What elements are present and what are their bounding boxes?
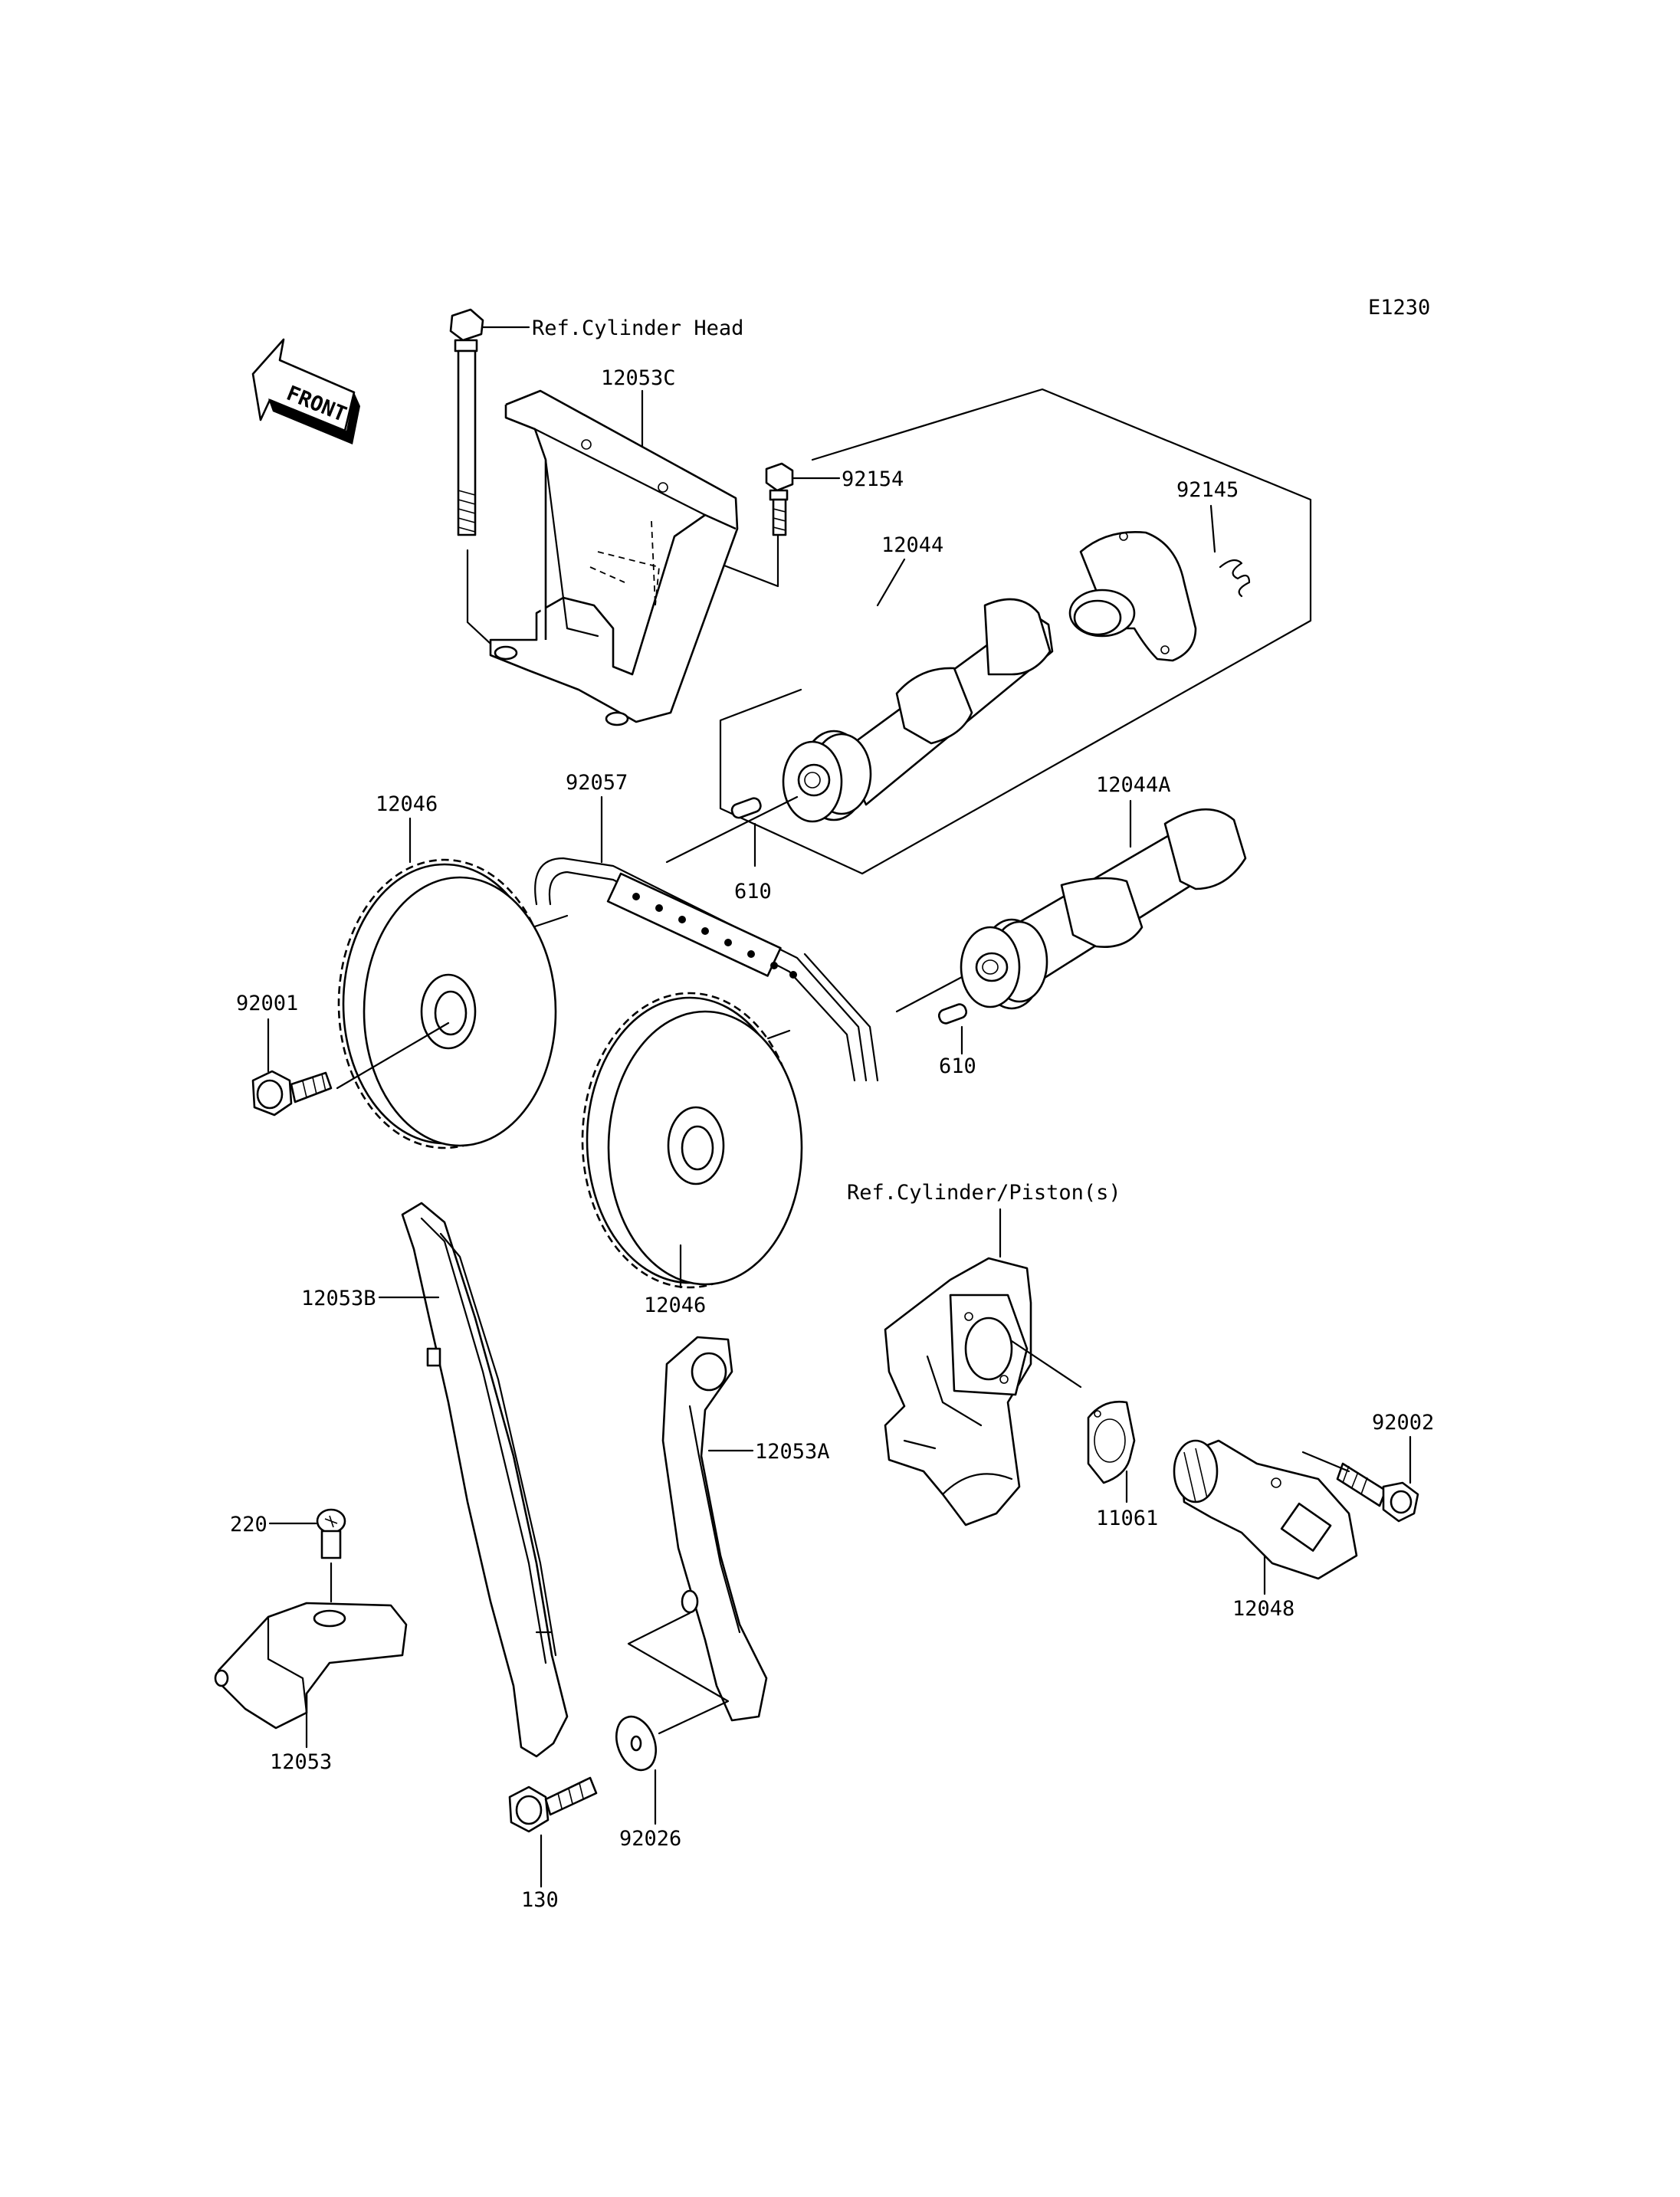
camshaft-12044-group-box: [719, 388, 1312, 875]
label-220: 220: [230, 1513, 267, 1536]
diagram-code: E1230: [1368, 296, 1430, 320]
part-decompressor-assembly: [1068, 531, 1197, 662]
leader-12044: [876, 558, 906, 607]
front-arrow-icon: FRONT: [251, 338, 360, 444]
part-12046-cam-sprocket-upper: [337, 858, 557, 1149]
label-130: 130: [521, 1888, 559, 1912]
part-610-dowel-pin-lower: [937, 1003, 968, 1025]
cylinder-block-section: [884, 1257, 1032, 1526]
part-92002-bolt: [1336, 1462, 1419, 1523]
tensioner-bolt-alignment-line: [1301, 1451, 1350, 1473]
part-12053B-chain-guide: [401, 1202, 569, 1758]
label-12053B: 12053B: [301, 1287, 376, 1310]
label-12053: 12053: [270, 1750, 332, 1774]
label-92002: 92002: [1372, 1411, 1434, 1435]
part-92001-sprocket-bolt: [251, 1070, 333, 1117]
part-12053C-upper-chain-guide: [489, 389, 739, 726]
label-12053C: 12053C: [601, 366, 676, 390]
part-11061-gasket: [1087, 1400, 1136, 1484]
leader-92145: [1209, 504, 1216, 553]
label-92001: 92001: [236, 992, 298, 1015]
cylinder-head-bolt: [449, 308, 484, 536]
part-92145-spring: [1219, 559, 1251, 598]
label-12053A: 12053A: [755, 1440, 830, 1464]
ref-cylinder-piston-label: Ref.Cylinder/Piston(s): [847, 1181, 1121, 1205]
chain-alignment-line-upper: [665, 795, 799, 864]
label-610-top: 610: [734, 880, 772, 903]
label-92154: 92154: [842, 467, 904, 491]
part-12053-chain-guide: [214, 1602, 408, 1730]
part-12044-exhaust-camshaft: [782, 598, 1054, 823]
sprocket-bolt-alignment-line: [336, 1021, 450, 1090]
part-92026-washer: [615, 1715, 657, 1772]
tensioner-alignment-line: [1010, 1340, 1082, 1389]
part-130-bolt: [508, 1776, 598, 1833]
label-92145: 92145: [1176, 478, 1239, 502]
label-12044A: 12044A: [1096, 773, 1171, 797]
part-12044A-intake-camshaft: [960, 808, 1247, 1010]
part-12048-chain-tensioner: [1173, 1439, 1358, 1580]
label-12046-top: 12046: [376, 792, 438, 816]
label-610-bottom: 610: [939, 1054, 976, 1078]
label-12044: 12044: [881, 533, 943, 557]
washer-alignment-lines: [627, 1612, 730, 1735]
label-11061: 11061: [1096, 1507, 1158, 1530]
label-92057: 92057: [566, 771, 628, 795]
ref-cylinder-head-label: Ref.Cylinder Head: [532, 316, 743, 340]
part-92154-bolt: [765, 462, 794, 536]
bolt-alignment-line-12053C: [466, 549, 492, 645]
label-12048: 12048: [1232, 1597, 1294, 1621]
part-12053A-chain-guide: [661, 1336, 768, 1722]
alignment-line-12044A: [895, 976, 963, 1013]
label-92026: 92026: [619, 1827, 681, 1851]
part-610-dowel-pin-upper: [730, 797, 762, 819]
label-12046-bottom: 12046: [644, 1294, 706, 1317]
part-220-screw: [316, 1508, 346, 1559]
part-92057-cam-chain: [534, 857, 879, 1082]
part-12046-cam-sprocket-lower: [581, 992, 803, 1289]
